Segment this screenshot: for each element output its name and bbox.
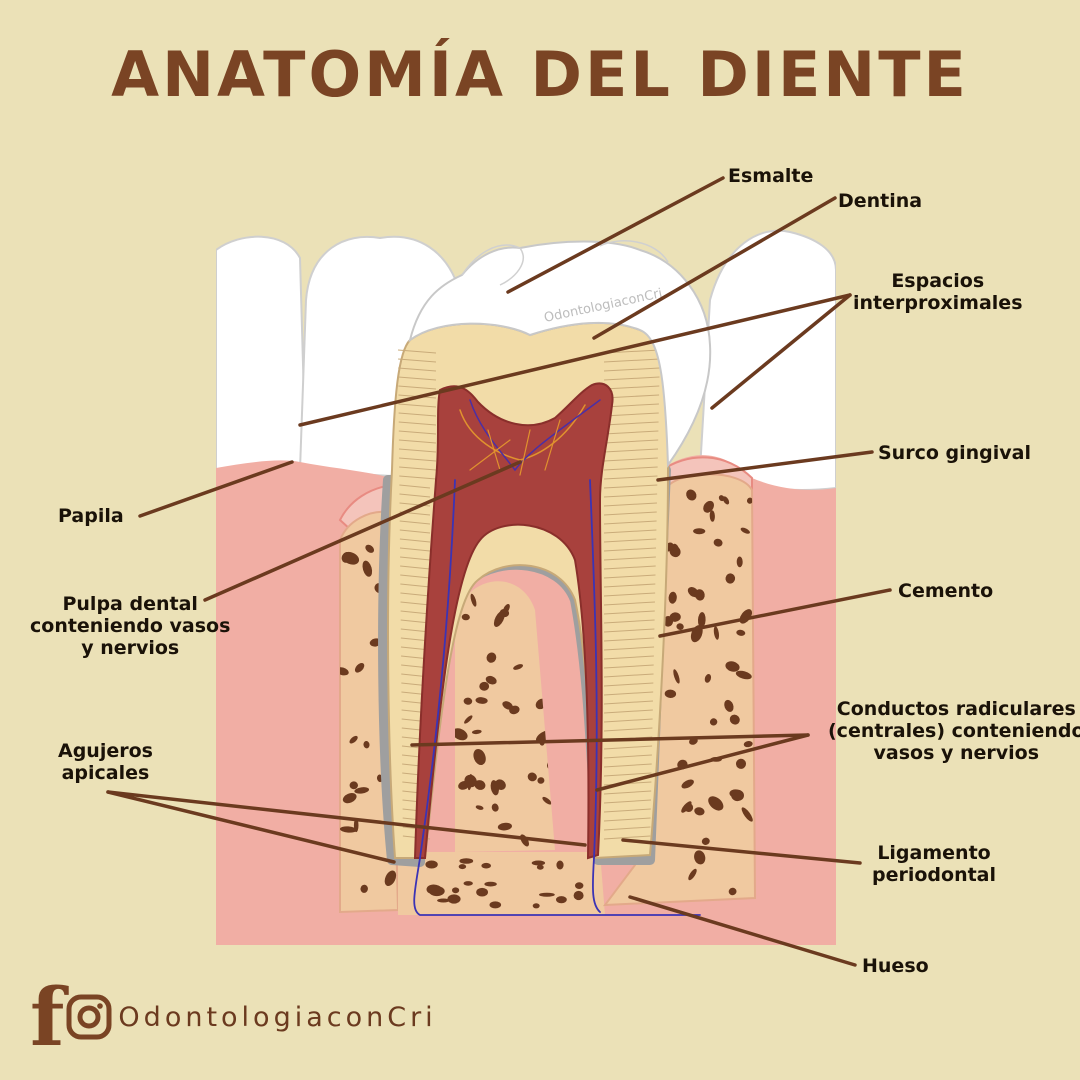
enamel — [408, 240, 712, 468]
label-conductos-radiculares: Conductos radiculares (centrales) conten… — [828, 698, 1080, 764]
label-ligamento-periodontal: Ligamento periodontal — [872, 842, 997, 886]
label-agujeros-apicales: Agujeros apicales — [58, 740, 153, 784]
label-cemento: Cemento — [898, 580, 994, 602]
alveolar-bone — [339, 473, 757, 915]
label-dentina: Dentina — [838, 190, 923, 212]
label-surco-gingival: Surco gingival — [878, 442, 1031, 464]
leader-lines — [106, 176, 892, 967]
dental-pulp — [413, 382, 614, 860]
label-esmalte: Esmalte — [728, 165, 814, 187]
label-pulpa-dental: Pulpa dental conteniendo vasos y nervios — [30, 593, 231, 659]
facebook-icon[interactable]: f — [30, 970, 65, 1064]
instagram-icon[interactable] — [66, 994, 112, 1040]
social-footer: f OdontologiaconCri — [30, 970, 437, 1064]
label-papila: Papila — [58, 505, 124, 527]
label-hueso: Hueso — [862, 955, 929, 977]
page-title: ANATOMÍA DEL DIENTE — [111, 38, 969, 111]
vessels-and-nerves — [413, 399, 701, 916]
social-handle[interactable]: OdontologiaconCri — [118, 1001, 437, 1033]
dentin-tubules — [397, 349, 661, 840]
label-espacios-interproximales: Espacios interproximales — [853, 270, 1023, 314]
left-neighbor-tooth — [216, 235, 308, 477]
